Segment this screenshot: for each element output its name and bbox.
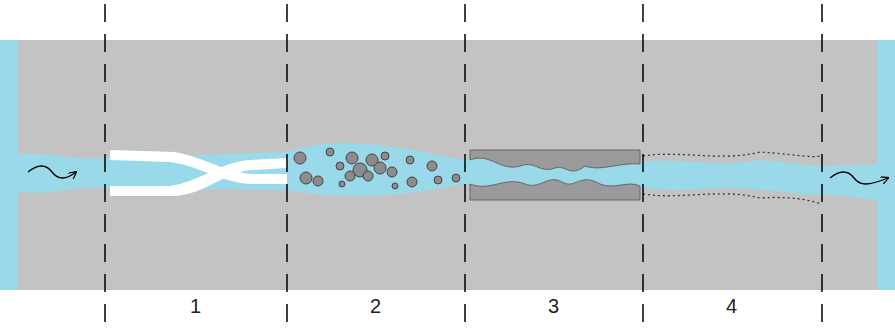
original-wall	[643, 194, 822, 204]
inlet-reservoir	[0, 40, 18, 290]
rock-band	[0, 40, 895, 290]
flow-arrow	[830, 172, 888, 184]
white-strand	[110, 158, 287, 196]
zone-number: 2	[370, 296, 381, 316]
flow-arrow	[28, 166, 76, 178]
outlet-reservoir	[877, 40, 895, 290]
zone-number: 1	[190, 296, 201, 316]
particle-cluster	[294, 148, 460, 189]
fracture-channel	[18, 143, 877, 200]
mineral-deposit	[470, 150, 640, 200]
original-wall	[643, 152, 822, 157]
zone-number: 3	[548, 296, 559, 316]
zone-number: 4	[726, 296, 737, 316]
zone-divider	[105, 4, 822, 325]
